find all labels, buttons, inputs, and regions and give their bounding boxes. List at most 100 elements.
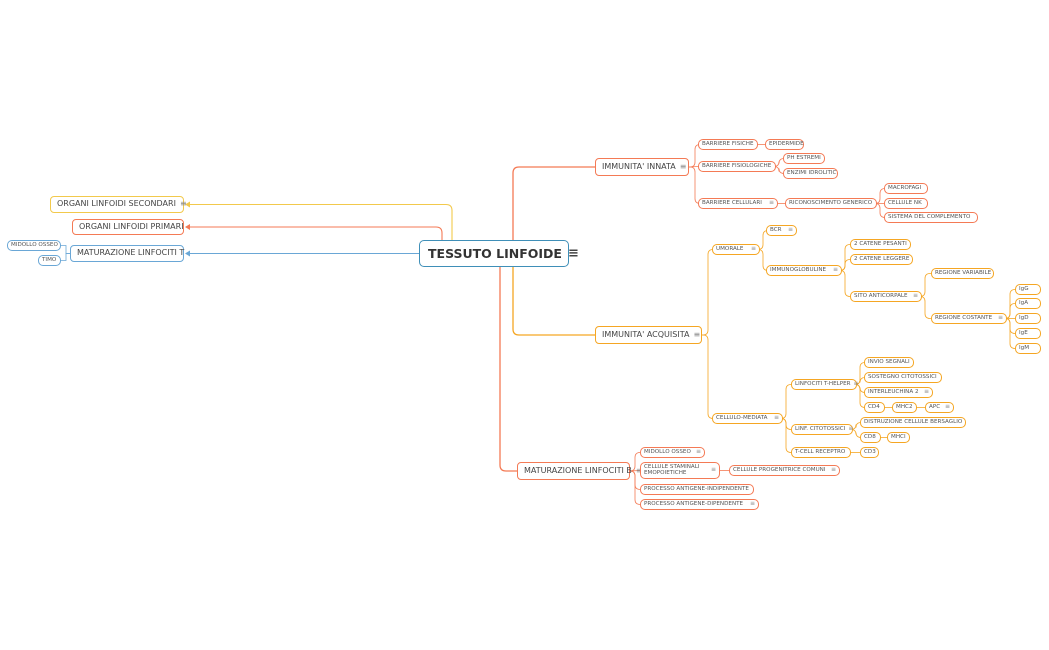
node-t-cell-receptro-label: T-CELL RECEPTRO [795, 448, 846, 455]
node-invio-segnali[interactable]: INVIO SEGNALI [864, 357, 914, 368]
note-icon[interactable]: ≡ [773, 414, 779, 422]
node-sostegno-citotossici[interactable]: SOSTEGNO CITOTOSSICI [864, 372, 942, 383]
node-catene-leggere-label: 2 CATENE LEGGERE [854, 255, 910, 262]
node-cd8[interactable]: CD8 [860, 432, 881, 443]
branch-immunita-innata-label: IMMUNITA' INNATA [602, 161, 676, 171]
note-icon[interactable]: ≡ [787, 226, 793, 234]
node-cellulo-mediata[interactable]: CELLULO-MEDIATA≡ [712, 413, 783, 424]
node-cellule-progenitrice[interactable]: CELLULE PROGENITRICE COMUNI ≡ [729, 465, 840, 476]
node-barriere-fisiche[interactable]: BARRIERE FISICHE [698, 139, 758, 150]
node-barriere-cellulari[interactable]: BARRIERE CELLULARI ≡ [698, 198, 778, 209]
note-icon[interactable]: ≡ [695, 448, 701, 456]
node-cellule-nk[interactable]: CELLULE NK [884, 198, 928, 209]
node-ph-estremi[interactable]: PH ESTREMI [783, 153, 825, 164]
node-cd3[interactable]: CD3 [860, 447, 879, 458]
node-cd4[interactable]: CD4 [864, 402, 885, 413]
note-icon[interactable]: ≡ [710, 466, 716, 474]
note-icon[interactable]: ≡ [923, 388, 929, 396]
node-barriere-cellulari-label: BARRIERE CELLULARI [702, 199, 762, 206]
note-icon[interactable]: ≡ [853, 380, 859, 388]
note-icon[interactable]: ≡ [749, 500, 755, 508]
connector-line [189, 203, 453, 240]
note-icon[interactable]: ≡ [768, 199, 774, 207]
note-icon[interactable]: ≡ [636, 466, 643, 475]
node-cellule-progenitrice-label: CELLULE PROGENITRICE COMUNI [733, 466, 826, 473]
connector-line [189, 226, 443, 240]
node-linf-citotossici[interactable]: LINF. CITOTOSSICI≡ [791, 424, 853, 435]
node-regione-variabile[interactable]: REGIONE VARIABILE [931, 268, 994, 279]
note-icon[interactable]: ≡ [997, 314, 1003, 322]
note-icon[interactable]: ≡ [679, 161, 687, 171]
branch-immunita-acquisita[interactable]: IMMUNITA' ACQUISITA≡ [595, 326, 702, 344]
node-interleuchina-2-label: INTERLEUCHINA 2 [868, 388, 919, 395]
node-regione-variabile-label: REGIONE VARIABILE [935, 269, 992, 276]
node-catene-pesanti[interactable]: 2 CATENE PESANTI [850, 239, 911, 250]
connector-line [850, 422, 862, 430]
note-icon[interactable]: ≡ [848, 425, 854, 433]
note-icon[interactable]: ≡ [912, 292, 918, 300]
node-t-cell-receptro[interactable]: T-CELL RECEPTRO [791, 447, 851, 458]
node-midollo-osseo-b-label: MIDOLLO OSSEO [644, 448, 691, 455]
connector-line [850, 429, 862, 438]
note-icon[interactable]: ≡ [830, 466, 836, 474]
node-apc[interactable]: APC≡ [925, 402, 954, 413]
node-igg[interactable]: IgG [1015, 284, 1041, 295]
node-epidermide[interactable]: EPIDERMIDE [765, 139, 804, 150]
node-barriere-fisiologiche-label: BARRIERE FISIOLOGICHE [702, 162, 772, 169]
node-mhc2[interactable]: MHC2 [892, 402, 917, 413]
node-macrofagi-label: MACROFAGI [888, 184, 922, 191]
branch-maturazione-t[interactable]: MATURAZIONE LINFOCITI T [70, 245, 184, 262]
branch-immunita-innata[interactable]: IMMUNITA' INNATA≡ [595, 158, 689, 176]
node-macrofagi[interactable]: MACROFAGI [884, 183, 928, 194]
node-bcr[interactable]: BCR≡ [766, 225, 797, 236]
connector-line [854, 384, 866, 408]
node-midollo-osseo-t[interactable]: MIDOLLO OSSEO [7, 240, 61, 251]
branch-immunita-acquisita-label: IMMUNITA' ACQUISITA [602, 329, 690, 339]
node-igm[interactable]: IgM [1015, 343, 1041, 354]
node-ige[interactable]: IgE [1015, 328, 1041, 339]
branch-organi-secondari[interactable]: ORGANI LINFOIDI SECONDARI≡ [50, 196, 187, 213]
node-regione-costante[interactable]: REGIONE COSTANTE≡ [931, 313, 1007, 324]
node-catene-leggere[interactable]: 2 CATENE LEGGERE [850, 254, 913, 265]
connector-line [773, 158, 785, 167]
node-immunoglobuline[interactable]: IMMUNOGLOBULINE ≡ [766, 265, 842, 276]
root-topic[interactable]: TESSUTO LINFOIDE≡ [419, 240, 579, 267]
node-cellule-staminali[interactable]: CELLULE STAMINALI EMOPOIETICHE≡ [640, 462, 720, 479]
node-linfociti-t-helper[interactable]: LINFOCITI T-HELPER≡ [791, 379, 859, 390]
note-icon[interactable]: ≡ [567, 245, 579, 261]
node-iga[interactable]: IgA [1015, 298, 1041, 309]
node-cd8-label: CD8 [864, 433, 876, 440]
branch-maturazione-b[interactable]: MATURAZIONE LINFOCITI B≡ [517, 462, 643, 480]
node-umorale[interactable]: UMORALE ≡ [712, 244, 760, 255]
node-antigene-indipendente[interactable]: PROCESSO ANTIGENE-INDIPENDENTE [640, 484, 754, 495]
node-mhci[interactable]: MHCI [887, 432, 910, 443]
note-icon[interactable]: ≡ [750, 245, 756, 253]
note-icon[interactable]: ≡ [179, 199, 187, 209]
node-barriere-fisiologiche[interactable]: BARRIERE FISIOLOGICHE [698, 161, 776, 172]
node-sito-anticorpale[interactable]: SITO ANTICORPALE≡ [850, 291, 922, 302]
note-icon[interactable]: ≡ [693, 329, 701, 339]
node-igd-label: IgD [1019, 314, 1029, 321]
node-timo[interactable]: TIMO [38, 255, 61, 266]
node-antigene-dipendente[interactable]: PROCESSO ANTIGENE-DIPENDENTE≡ [640, 499, 759, 510]
node-interleuchina-2[interactable]: INTERLEUCHINA 2 ≡ [864, 387, 933, 398]
node-sistema-complemento[interactable]: SISTEMA DEL COMPLEMENTO [884, 212, 978, 223]
node-igd[interactable]: IgD [1015, 313, 1041, 324]
node-ige-label: IgE [1019, 329, 1028, 336]
branch-organi-secondari-label: ORGANI LINFOIDI SECONDARI [57, 199, 176, 209]
node-midollo-osseo-b[interactable]: MIDOLLO OSSEO ≡ [640, 447, 705, 458]
branch-organi-primari-label: ORGANI LINFOIDI PRIMARI [79, 221, 184, 231]
arrow-head [185, 201, 190, 208]
node-enzimi-idrolitic[interactable]: ENZIMI IDROLITIC [783, 168, 838, 179]
note-icon[interactable]: ≡ [944, 403, 950, 411]
connector-line [689, 166, 701, 204]
branch-organi-primari[interactable]: ORGANI LINFOIDI PRIMARI [72, 219, 184, 235]
node-umorale-label: UMORALE [716, 245, 744, 252]
node-distruzione-cellule[interactable]: DISTRUZIONE CELLULE BERSAGLIO [860, 417, 966, 428]
note-icon[interactable]: ≡ [832, 266, 838, 274]
connector-line [919, 273, 931, 297]
node-riconoscimento-generico[interactable]: RICONOSCIMENTO GENERICO [785, 198, 877, 209]
node-immunoglobuline-label: IMMUNOGLOBULINE [770, 266, 827, 273]
